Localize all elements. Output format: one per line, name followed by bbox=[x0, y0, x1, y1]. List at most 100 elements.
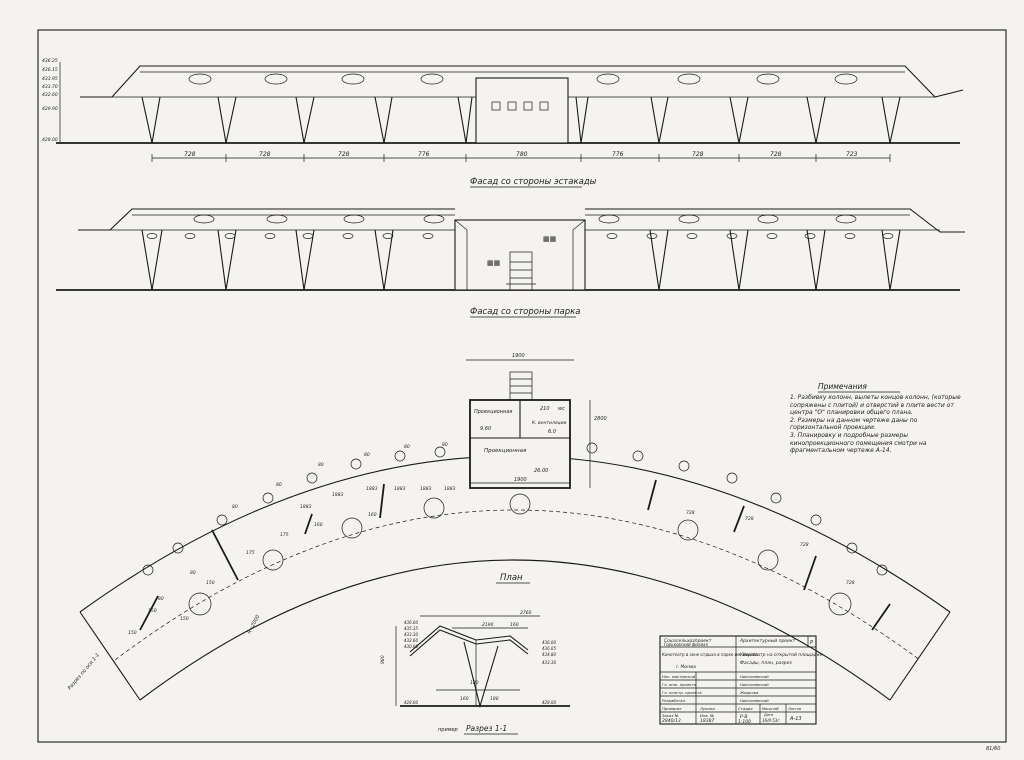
plan-arc-dim-4: 1883 bbox=[420, 486, 432, 492]
tb-role-1: Нач. мастерской bbox=[662, 674, 696, 679]
plan-ring-dim-4: 80 bbox=[276, 482, 282, 488]
svg-text:▦▦: ▦▦ bbox=[543, 235, 556, 243]
section-dim-3: 160 bbox=[510, 622, 519, 628]
plan-room-wc: wc bbox=[558, 406, 565, 412]
plan-pole-dim-6: 160 bbox=[368, 512, 377, 518]
plan-arc-dim-2: 1883 bbox=[366, 486, 378, 492]
facade-top-level-1: 436.25 bbox=[42, 58, 58, 64]
plan-arc-dim-5: 1883 bbox=[444, 486, 456, 492]
svg-text:▦▦: ▦▦ bbox=[487, 259, 500, 267]
tb-project: Кинотеатр в зоне отдыха в парке им. Киро… bbox=[662, 652, 759, 657]
title-block: Союзсельхозпроект Горьковский филиал Кин… bbox=[659, 635, 823, 725]
facade-top-level-5: 432.60 bbox=[42, 92, 58, 98]
section-dim-7: 180 bbox=[490, 696, 499, 702]
tb-role-3-name: Жидкова bbox=[739, 690, 759, 695]
plan: Проекционная 9.60 wc 210 К. вентиляции 6… bbox=[67, 353, 951, 701]
facade-top-level-4: 433.70 bbox=[42, 84, 58, 90]
plan-arc-dim-6: 1883 bbox=[300, 504, 312, 510]
facade-top: 728 728 728 776 780 776 728 728 723 436.… bbox=[42, 58, 964, 188]
section-level-2: 435.35 bbox=[404, 626, 418, 631]
tb-project-city: г. Москва bbox=[676, 664, 697, 669]
section-level-4: 432.60 bbox=[404, 638, 418, 643]
facade-top-dim-9: 723 bbox=[846, 151, 858, 158]
tb-role-4: Разработал bbox=[662, 698, 686, 703]
facade-top-dim-5: 780 bbox=[516, 151, 528, 158]
plan-label-axis: Разрез по оси 1-1 bbox=[67, 652, 101, 691]
facade-top-level-2: 436.15 bbox=[42, 67, 58, 73]
plan-pole-dim-5: 160 bbox=[314, 522, 323, 528]
facade-top-dim-2: 728 bbox=[259, 151, 271, 158]
section-level-3: 433.30 bbox=[404, 632, 418, 637]
section-dim-6: 160 bbox=[460, 696, 469, 702]
facade-top-title: Фасад со стороны эстакады bbox=[470, 177, 597, 187]
plan-ring-dim-5: 80 bbox=[318, 462, 324, 468]
tb-sheet-title: Кинотеатр на открытой площадке bbox=[740, 652, 823, 658]
plan-room-wc-area: 210 bbox=[540, 406, 550, 412]
tb-role-2: Гл. инж. проекта bbox=[662, 682, 697, 687]
plan-dim-side: 2800 bbox=[594, 416, 607, 422]
facade-top-dim-1: 728 bbox=[184, 151, 196, 158]
section-dim-2: 2190 bbox=[482, 622, 494, 628]
plan-room-projection: Проекционная bbox=[474, 409, 512, 415]
facade-top-level-7: 428.00 bbox=[42, 137, 58, 143]
tb-role-3: Гл. констр. проекта bbox=[662, 690, 702, 695]
plan-title: План bbox=[500, 573, 523, 583]
section-level-8: 436.05 bbox=[542, 646, 556, 651]
tb-inv-no: 18387 bbox=[700, 718, 714, 724]
facade-top-dim-6: 776 bbox=[612, 151, 624, 158]
section-level-5: 430.00 bbox=[404, 644, 418, 649]
notes-title: Примечания bbox=[818, 382, 867, 391]
tb-stage: Архитектурный проект bbox=[739, 638, 796, 644]
plan-arc-dim-10: 728 bbox=[846, 580, 855, 586]
plan-room-screening-area: 26.00 bbox=[534, 468, 548, 474]
tb-sheet-no: А-13 bbox=[789, 716, 802, 722]
section-dim-1: 2760 bbox=[520, 610, 532, 616]
plan-arc-dim-7: 728 bbox=[686, 510, 695, 516]
section-prefix: пример bbox=[438, 727, 458, 733]
plan-dim-bottom: 1900 bbox=[514, 477, 527, 483]
tb-role-5-name: Лукина bbox=[699, 706, 715, 711]
facade-top-dim-8: 728 bbox=[770, 151, 782, 158]
facade-bottom-title: Фасад со стороны парка bbox=[470, 307, 580, 317]
tb-role-1-name: Николаевский bbox=[740, 674, 769, 679]
tb-stage-code: Р bbox=[810, 640, 813, 646]
plan-arc-dim-8: 728 bbox=[745, 516, 754, 522]
plan-pole-dim-8: 150 bbox=[128, 630, 137, 636]
tb-date-val: 16/II-53г. bbox=[762, 718, 781, 723]
plan-dim-top: 1900 bbox=[512, 353, 525, 359]
facade-top-level-3: 433.95 bbox=[42, 76, 58, 82]
plan-ring-dim-6: 80 bbox=[364, 452, 370, 458]
plan-pole-dim-3: 175 bbox=[246, 550, 255, 556]
facade-top-dim-7: 728 bbox=[692, 151, 704, 158]
facade-top-level-6: 429.90 bbox=[42, 106, 58, 112]
tb-stage-label: Стадия bbox=[738, 706, 753, 711]
plan-arc-dim-9: 728 bbox=[800, 542, 809, 548]
plan-arc-inner bbox=[139, 559, 891, 701]
facade-top-dim-3: 728 bbox=[338, 151, 350, 158]
note-1: 1. Разбивку колонн, вылеты концов колонн… bbox=[790, 394, 961, 417]
note-3: 3. Планировку и подробные размеры кинопр… bbox=[790, 431, 927, 455]
plan-ring-dim-2: 80 bbox=[190, 570, 196, 576]
plan-ring-dim-1: 80 bbox=[158, 596, 164, 602]
facade-top-center-block bbox=[475, 77, 569, 144]
section-level-6: 428.00 bbox=[404, 700, 418, 705]
notes: Примечания 1. Разбивку колонн, вылеты ко… bbox=[790, 382, 961, 455]
tb-date-label: Дата bbox=[763, 713, 773, 717]
section-dim-5: 180 bbox=[470, 680, 479, 686]
plan-room-storage-area: 6.0 bbox=[548, 429, 556, 435]
plan-pole-dim-7: 150 bbox=[148, 608, 157, 614]
section-title: Разрез 1-1 bbox=[466, 724, 507, 733]
plan-ring-dim-8: 80 bbox=[442, 442, 448, 448]
tb-role-2-name: Николаевский bbox=[740, 682, 769, 687]
section-dim-4: 980 bbox=[380, 655, 386, 664]
tb-stage-val: Р-В bbox=[740, 714, 747, 720]
facade-top-dim-4: 776 bbox=[418, 151, 430, 158]
plan-arc-dim-3: 1883 bbox=[394, 486, 406, 492]
section-level-7: 436.00 bbox=[542, 640, 556, 645]
tb-role-4-name: Николаевский bbox=[740, 698, 769, 703]
section-level-1: 436.00 bbox=[404, 620, 418, 625]
plan-room-screening: Проекционная bbox=[484, 448, 527, 454]
tb-sheet-label: Листов bbox=[787, 707, 801, 711]
facade-bottom: ▦▦ ▦▦ bbox=[56, 208, 965, 318]
section-level-10: 433.30 bbox=[542, 660, 556, 665]
